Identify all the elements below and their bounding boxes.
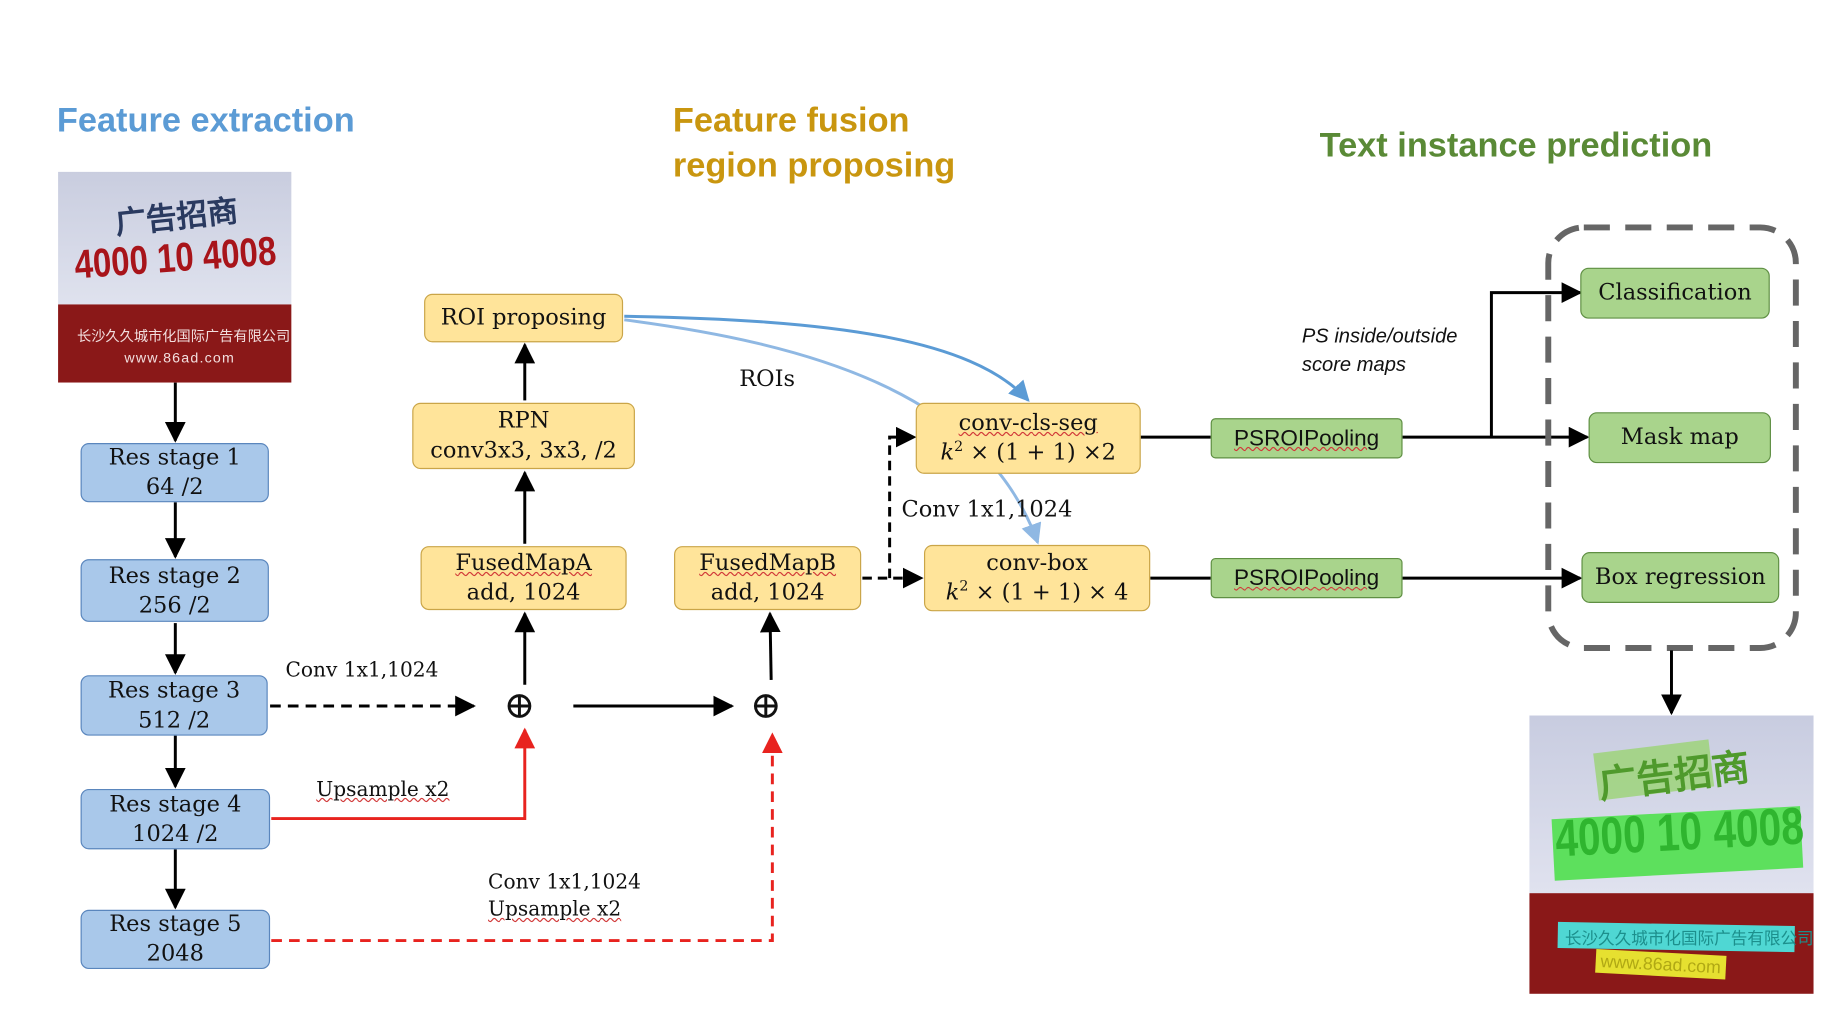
conv-cls-seg-box: conv-cls-seg k2 × (1 + 1) ×2 [915,402,1141,474]
conv-box-formula: k2 × (1 + 1) × 4 [946,578,1129,608]
heading-feature-fusion-line1: Feature fusion [672,101,910,140]
heading-feature-extraction: Feature extraction [56,101,355,140]
res-stage-4-title: Res stage 4 [109,790,242,817]
fusedmapB-sub: add, 1024 [710,579,825,606]
heading-feature-fusion-line2: region proposing [672,146,956,185]
box-exp: 2 [959,577,969,595]
label-conv-fusedB: Conv 1x1,1024 [901,496,1073,523]
label-upsample-res4: Upsample x2 [316,778,450,802]
res-stage-3-sub: 512 /2 [138,706,211,733]
psroipooling-top-label: PSROIPooling [1234,425,1380,451]
input-image-banner [58,304,292,383]
cls-seg-rest: × (1 + 1) ×2 [963,439,1117,466]
fusedmapA-sub: add, 1024 [466,579,581,606]
label-ps-maps-line2: score maps [1301,353,1406,376]
res-stage-5: Res stage 5 2048 [80,909,271,970]
res-stage-5-sub: 2048 [146,940,204,967]
res-stage-3: Res stage 3 512 /2 [80,675,268,736]
plus-node-1: ⊕ [503,682,536,728]
res-stage-1-title: Res stage 1 [108,444,241,471]
res-stage-2-sub: 256 /2 [138,591,211,618]
res-stage-1: Res stage 1 64 /2 [80,443,269,503]
classification-box: Classification [1580,267,1770,319]
classification-label: Classification [1598,279,1752,306]
rpn-title: RPN [497,407,550,434]
input-image: 广告招商 4000 10 4008 长沙久久城市化国际广告有限公司 www.86… [58,171,292,383]
cls-seg-exp: 2 [954,437,964,455]
res-stage-2: Res stage 2 256 /2 [80,559,269,622]
input-image-line4: www.86ad.com [124,349,235,367]
cls-seg-k: k [940,439,955,466]
box-rest: × (1 + 1) × 4 [968,579,1129,606]
rpn-sub: conv3x3, 3x3, /2 [430,437,617,464]
res-stage-4-sub: 1024 /2 [132,820,219,847]
output-group-border [1545,224,1799,651]
rpn-box: RPN conv3x3, 3x3, /2 [412,402,635,470]
label-ps-maps-line1: PS inside/outside [1301,324,1458,348]
res-stage-3-title: Res stage 3 [108,676,241,704]
plus-node-2: ⊕ [749,682,782,728]
fusedmapB-title: FusedMapB [699,549,837,576]
output-image-line3: 长沙久久城市化国际广告有限公司 [1564,928,1814,948]
mask-map-box: Mask map [1588,412,1771,464]
label-conv-res5: Conv 1x1,1024 [488,870,641,895]
heading-feature-fusion: Feature fusion region proposing [673,98,955,188]
fusedmapA-box: FusedMapA add, 1024 [420,546,627,611]
res-stage-1-sub: 64 /2 [145,473,204,500]
input-image-sky [58,171,292,305]
psroipooling-bottom-label: PSROIPooling [1234,565,1380,591]
fusedmapB-box: FusedMapB add, 1024 [674,546,862,611]
conv-box-box: conv-box k2 × (1 + 1) × 4 [923,544,1151,612]
psroipooling-top: PSROIPooling [1210,418,1403,459]
input-image-line3: 长沙久久城市化国际广告有限公司 [76,328,291,345]
arrow-fusedB-clsseg [888,426,917,579]
conv-cls-seg-title: conv-cls-seg [958,409,1098,436]
label-upsample-res5: Upsample x2 [488,897,622,922]
psroipooling-bottom: PSROIPooling [1210,557,1403,599]
conv-cls-seg-formula: k2 × (1 + 1) ×2 [940,438,1116,468]
arrow-roi-clsseg [624,314,1030,402]
arrow-res4-plus1 [271,727,536,821]
res-stage-2-title: Res stage 2 [108,562,241,589]
box-regression-box: Box regression [1581,552,1780,603]
mask-map-label: Mask map [1620,424,1739,451]
label-conv-res3: Conv 1x1,1024 [285,658,439,683]
arrow-res5-plus2 [271,732,783,943]
res-stage-5-title: Res stage 5 [109,910,242,938]
res-stage-4: Res stage 4 1024 /2 [80,788,271,850]
arrow-roi-convbox [624,318,1042,545]
box-regression-label: Box regression [1594,563,1766,590]
fusedmapA-title: FusedMapA [455,549,592,576]
conv-box-title: conv-box [986,549,1088,576]
roi-proposing-label: ROI proposing [440,304,607,331]
label-rois: ROIs [739,366,796,393]
output-image: 广告招商 4000 10 4008 长沙久久城市化国际广告有限公司 www.86… [1529,715,1814,994]
roi-proposing-box: ROI proposing [424,293,624,343]
arrow-pool-classification [1489,282,1583,438]
heading-text-instance-prediction: Text instance prediction [1319,126,1713,165]
box-k: k [945,579,960,606]
arrow-plus2-fusedB [759,611,781,680]
